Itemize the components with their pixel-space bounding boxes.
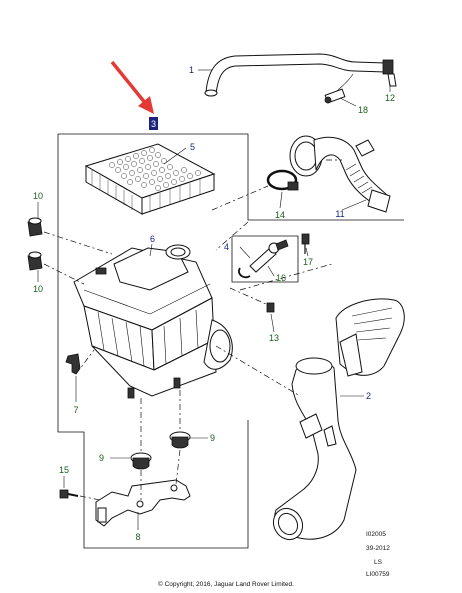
intake-duct <box>289 135 391 213</box>
callout-14[interactable]: 14 <box>275 210 285 220</box>
assembly-frame <box>58 133 404 221</box>
callout-3: 3 <box>151 119 156 129</box>
air-filter-element <box>84 143 216 215</box>
callout-8[interactable]: 8 <box>135 532 140 542</box>
callout-18[interactable]: 18 <box>358 105 368 115</box>
callout-9-left[interactable]: 9 <box>99 453 104 463</box>
clip <box>65 353 81 375</box>
callout-10-upper[interactable]: 10 <box>33 191 43 201</box>
sensor <box>324 73 354 104</box>
temperature-sensor <box>238 239 289 279</box>
small-bolt <box>266 302 275 313</box>
subassembly-frame <box>231 235 299 283</box>
leader-lines <box>37 69 391 530</box>
hose-clamp <box>266 169 299 191</box>
callout-7[interactable]: 7 <box>73 405 78 415</box>
highlight-callout-3[interactable] <box>149 117 158 130</box>
callout-2[interactable]: 2 <box>366 391 371 401</box>
callout-13[interactable]: 13 <box>269 333 279 343</box>
callout-5[interactable]: 5 <box>190 142 195 152</box>
callout-1[interactable]: 1 <box>189 65 194 75</box>
callout-6[interactable]: 6 <box>150 234 155 244</box>
diagram-ref: LI00759 <box>366 571 390 578</box>
copyright-text: © Copyright, 2016, Jaguar Land Rover Lim… <box>158 580 294 588</box>
connector-lines <box>43 159 342 501</box>
callout-16[interactable]: 16 <box>276 273 286 283</box>
callout-4[interactable]: 4 <box>224 242 229 252</box>
breather-hose <box>204 53 397 97</box>
mounting-bracket <box>95 479 191 527</box>
mount-right <box>169 431 191 449</box>
callout-11[interactable]: 11 <box>335 209 344 219</box>
diagram-date: 39-2012 <box>366 545 390 552</box>
air-intake-pipe <box>272 298 405 541</box>
retaining-clip <box>301 233 310 254</box>
bolt <box>59 489 79 499</box>
callout-9-right[interactable]: 9 <box>210 433 215 443</box>
mount-left <box>130 452 152 470</box>
callout-17[interactable]: 17 <box>303 257 313 267</box>
pointer-arrow <box>110 60 154 114</box>
diagram-code: I02005 <box>366 531 386 538</box>
callout-10-lower[interactable]: 10 <box>33 284 43 294</box>
air-cleaner-housing <box>73 244 233 399</box>
callout-15[interactable]: 15 <box>59 465 69 475</box>
grommet-upper <box>27 217 43 237</box>
assembly-frame-left <box>57 134 249 549</box>
grommet-lower <box>27 251 43 271</box>
diagram-region: LS <box>374 559 383 566</box>
callout-12[interactable]: 12 <box>385 93 395 103</box>
